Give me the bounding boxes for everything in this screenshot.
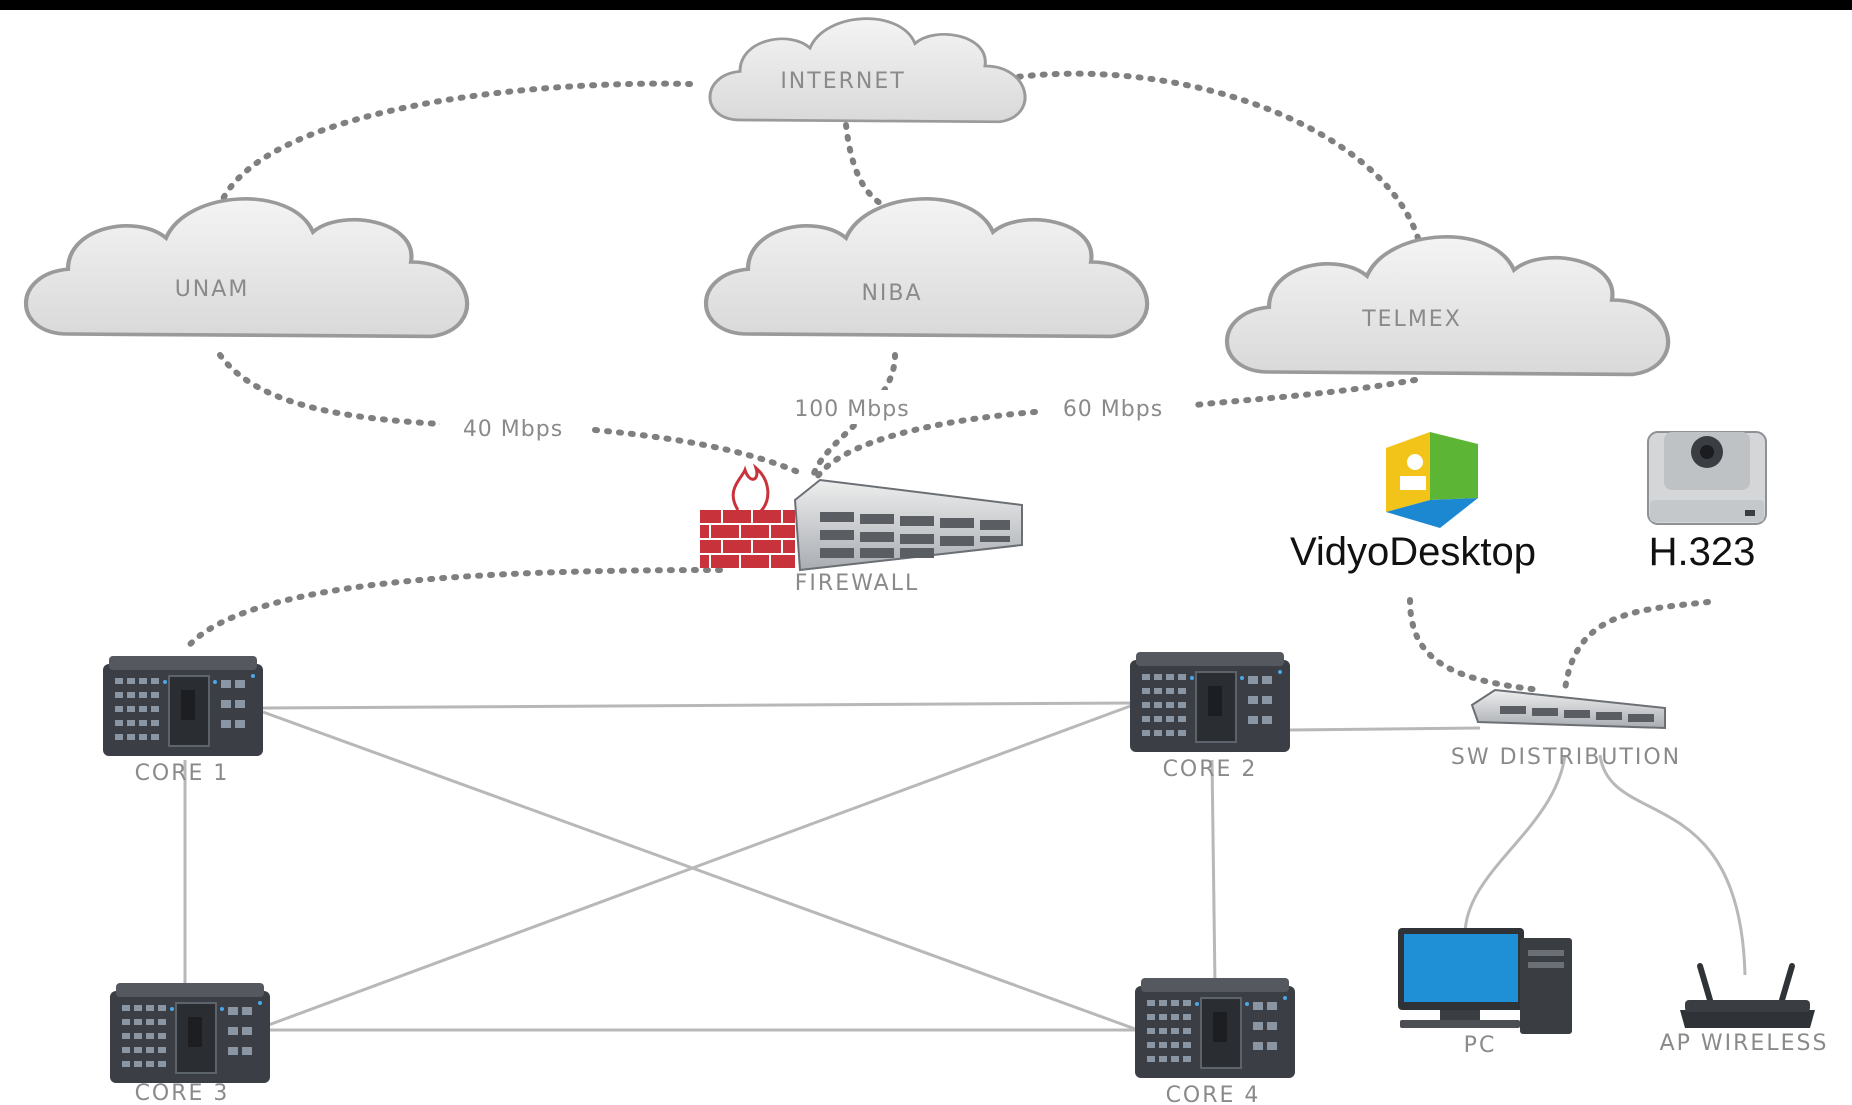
- internet-unam-link: [217, 80, 693, 208]
- cloud-unam-label: UNAM: [175, 277, 250, 302]
- firewall-node: FIREWALL: [700, 463, 1023, 596]
- cloud-telmex: TELMEX: [1227, 237, 1668, 375]
- core1-core2-link: [262, 701, 1134, 710]
- speed-labels: 40 Mbps 100 Mbps 60 Mbps: [440, 390, 1190, 444]
- pc-label: PC: [1464, 1033, 1497, 1058]
- telmex-speed-label: 60 Mbps: [1063, 397, 1163, 422]
- core-switch-icon: [1129, 651, 1291, 753]
- vidyo-label: VidyoDesktop: [1290, 530, 1536, 574]
- core-switch-icon: [102, 655, 264, 757]
- wireless-router-icon: [1680, 963, 1815, 1028]
- core1-node: CORE 1: [102, 655, 264, 786]
- top-black-bar: [0, 0, 1852, 10]
- internet-telmex-link: [992, 70, 1423, 248]
- sw-distribution-node: SW DISTRIBUTION: [1451, 688, 1681, 770]
- core-mesh: [183, 701, 1747, 1032]
- cloud-niba: NIBA: [706, 199, 1147, 337]
- core3-core2-link: [254, 703, 1134, 1032]
- cloud-niba-label: NIBA: [861, 281, 922, 306]
- cloud-telmex-label: TELMEX: [1361, 307, 1462, 332]
- core1-core4-link: [262, 710, 1139, 1032]
- internet-niba-link: [843, 122, 898, 213]
- core3-label: CORE 3: [135, 1081, 230, 1105]
- h323-sw-link: [1562, 599, 1711, 693]
- sw-ap-link: [1598, 754, 1747, 976]
- ap-wireless-node: AP WIRELESS: [1660, 963, 1829, 1056]
- firewall-icon: [700, 463, 1023, 572]
- cloud-internet: INTERNET: [708, 17, 1027, 124]
- core2-core4-link: [1210, 759, 1217, 986]
- core2-label: CORE 2: [1163, 757, 1258, 782]
- sw-pc-link: [1463, 754, 1567, 936]
- firewall-label: FIREWALL: [795, 571, 919, 596]
- core-switch-icon: [109, 982, 271, 1084]
- cloud-unam: UNAM: [26, 199, 467, 337]
- flame-icon: [731, 463, 770, 514]
- sw-distribution-label: SW DISTRIBUTION: [1451, 745, 1681, 770]
- niba-speed-label: 100 Mbps: [794, 397, 909, 422]
- core-switch-icon: [1134, 977, 1296, 1079]
- pc-node: PC: [1398, 928, 1572, 1058]
- core3-node: CORE 3: [109, 982, 271, 1105]
- core4-label: CORE 4: [1166, 1083, 1261, 1105]
- unam-speed-label: 40 Mbps: [463, 417, 563, 442]
- telmex-firewall-link: [812, 377, 1418, 483]
- vidyo-logo-icon: [1386, 432, 1478, 528]
- vidyo-endpoint: VidyoDesktop: [1290, 432, 1536, 574]
- ap-wireless-label: AP WIRELESS: [1660, 1031, 1829, 1056]
- h323-endpoint: H.323: [1647, 431, 1767, 574]
- unam-firewall-link: [217, 352, 808, 478]
- core1-label: CORE 1: [135, 761, 230, 786]
- pc-icon: [1398, 928, 1572, 1034]
- cloud-internet-label: INTERNET: [780, 69, 905, 94]
- core2-sw-link: [1289, 726, 1481, 732]
- core2-node: CORE 2: [1129, 651, 1291, 782]
- h323-label: H.323: [1649, 530, 1756, 574]
- wan-links: [182, 70, 1711, 693]
- core4-node: CORE 4: [1134, 977, 1296, 1105]
- ptz-camera-icon: [1647, 431, 1767, 525]
- firewall-core1-link: [182, 567, 723, 653]
- vidyo-sw-link: [1407, 597, 1543, 693]
